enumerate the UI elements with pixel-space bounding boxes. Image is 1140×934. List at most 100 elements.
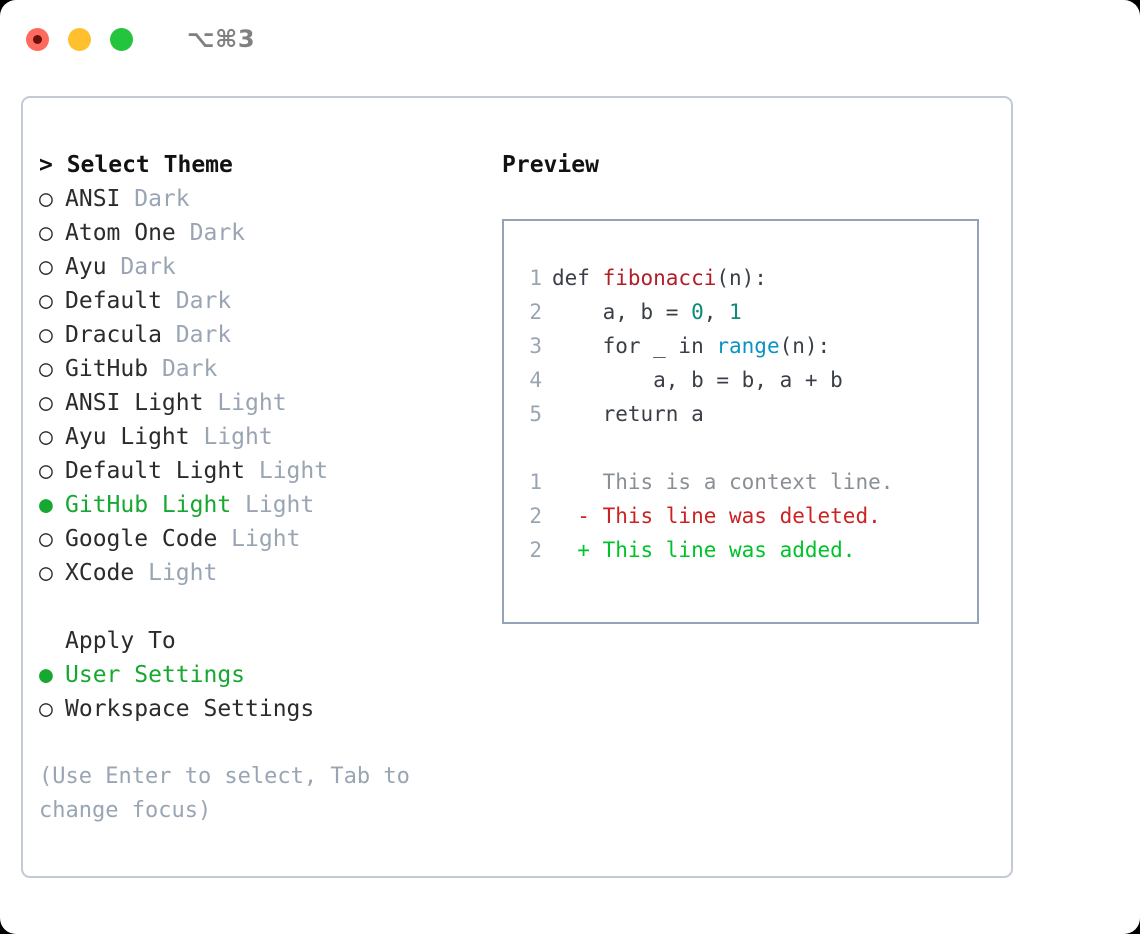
traffic-light-group [26, 27, 133, 51]
theme-option-row[interactable]: ○ ANSI Light Light [39, 386, 479, 420]
code-line-number: 4 [529, 368, 542, 392]
code-line-number: 3 [529, 334, 542, 358]
theme-variant-tag: Dark [120, 186, 190, 212]
theme-option-row[interactable]: ○XCode Light [39, 556, 479, 590]
keyboard-hint-text: (Use Enter to select, Tab to change focu… [39, 764, 424, 823]
main-panel: > Select Theme ○ANSI Dark○Atom One Dark○… [21, 96, 1013, 878]
maximize-window-icon[interactable] [110, 27, 133, 51]
theme-option-row[interactable]: ○ Default Dark [39, 284, 479, 318]
diff-marker [552, 470, 603, 494]
apply-to-heading: Apply To [39, 624, 479, 658]
diff-line: 2 - This line was deleted. [516, 499, 977, 533]
diff-line-number: 2 [529, 504, 542, 528]
theme-option-row[interactable]: ○ Ayu Dark [39, 250, 479, 284]
apply-to-option-row[interactable]: ○Workspace Settings [39, 692, 479, 726]
code-indent [552, 402, 603, 426]
diff-line-number: 2 [529, 538, 542, 562]
radio-unselected-icon: ○ [39, 254, 53, 280]
theme-option-label: ANSI Light [65, 390, 204, 416]
apply-to-option-label: User Settings [65, 662, 246, 688]
radio-unselected-icon: ○ [39, 322, 53, 348]
code-indent [552, 300, 603, 324]
theme-option-label: Default Light [65, 458, 246, 484]
apply-to-option-row[interactable]: ● User Settings [39, 658, 479, 692]
theme-variant-tag: Dark [161, 288, 232, 314]
code-line: 4 a, b = b, a + b [516, 363, 977, 397]
theme-option-label: Default [65, 288, 162, 314]
code-line: 1 def fibonacci(n): [516, 261, 977, 295]
diff-marker: - [552, 504, 603, 528]
theme-option-row[interactable]: ○ Google Code Light [39, 522, 479, 556]
theme-option-row[interactable]: ○ Dracula Dark [39, 318, 479, 352]
diff-line-text: This is a context line. [602, 470, 894, 494]
code-token-plain: (n): [779, 334, 831, 358]
theme-variant-tag: Light [203, 390, 287, 416]
diff-line-text: This line was deleted. [602, 504, 881, 528]
code-blank-line [516, 431, 977, 465]
theme-option-label: ANSI [65, 186, 121, 212]
radio-unselected-icon: ○ [39, 220, 53, 246]
theme-option-row[interactable]: ○ ANSI Dark [39, 182, 479, 216]
radio-unselected-icon: ○ [39, 526, 53, 552]
theme-variant-tag: Light [245, 458, 329, 484]
radio-unselected-icon: ○ [39, 186, 53, 212]
radio-selected-icon: ● [39, 492, 53, 518]
code-token-fn: fibonacci [602, 266, 717, 290]
code-line-number: 2 [529, 300, 542, 324]
code-token-plain: return a [602, 402, 704, 426]
code-token-num: 1 [729, 300, 742, 324]
code-token-num: 0 [691, 300, 704, 324]
theme-variant-tag: Light [189, 424, 273, 450]
code-line: 3 for _ in range(n): [516, 329, 977, 363]
apply-to-heading-marker [39, 624, 65, 658]
code-token-plain: (n): [716, 266, 767, 290]
code-indent [552, 368, 653, 392]
theme-option-list: ○ANSI Dark○Atom One Dark○Ayu Dark○Defaul… [39, 182, 479, 590]
diff-line-text: This line was added. [602, 538, 856, 562]
theme-option-row[interactable]: ○Ayu Light Light [39, 420, 479, 454]
radio-unselected-icon: ○ [39, 288, 53, 314]
close-window-icon[interactable] [26, 27, 49, 51]
theme-option-label: XCode [65, 560, 135, 586]
diff-line: 1 This is a context line. [516, 465, 977, 499]
title-bar: ⌥⌘3 [0, 0, 1140, 78]
theme-variant-tag: Dark [175, 220, 246, 246]
theme-option-row[interactable]: ○Atom One Dark [39, 216, 479, 250]
code-token-plain: for _ in [602, 334, 717, 358]
apply-to-option-list: ● User Settings ○Workspace Settings [39, 658, 479, 726]
code-token-plain: a, b = b, a + b [653, 368, 843, 392]
theme-variant-tag: Dark [148, 356, 218, 382]
minimize-window-icon[interactable] [68, 27, 91, 51]
code-line-number: 1 [529, 266, 542, 290]
theme-variant-tag: Dark [161, 322, 232, 348]
code-token-plain: , [703, 300, 730, 324]
radio-unselected-icon: ○ [39, 560, 53, 586]
code-line: 2 a, b = 0, 1 [516, 295, 977, 329]
theme-option-row[interactable]: ●GitHub Light Light [39, 488, 479, 522]
theme-option-label: GitHub [65, 356, 149, 382]
diff-line: 2 + This line was added. [516, 533, 977, 567]
theme-option-label: Google Code [65, 526, 218, 552]
radio-unselected-icon: ○ [39, 696, 53, 722]
theme-variant-tag: Light [231, 492, 315, 518]
theme-option-row[interactable]: ○GitHub Dark [39, 352, 479, 386]
code-token-plain: def [552, 266, 603, 290]
radio-unselected-icon: ○ [39, 458, 53, 484]
radio-unselected-icon: ○ [39, 424, 53, 450]
keyboard-shortcut-label: ⌥⌘3 [187, 25, 256, 53]
theme-option-label: Dracula [65, 322, 162, 348]
theme-option-row[interactable]: ○ Default Light Light [39, 454, 479, 488]
diff-marker: + [552, 538, 603, 562]
theme-variant-tag: Light [217, 526, 301, 552]
theme-selector-column: > Select Theme ○ANSI Dark○Atom One Dark○… [39, 148, 479, 726]
radio-selected-icon: ● [39, 662, 53, 688]
theme-variant-tag: Dark [106, 254, 176, 280]
code-token-plain: a, b = [602, 300, 692, 324]
radio-unselected-icon: ○ [39, 390, 53, 416]
apply-to-heading-label: Apply To [65, 628, 176, 654]
theme-option-label: Ayu [65, 254, 107, 280]
code-line: 5 return a [516, 397, 977, 431]
